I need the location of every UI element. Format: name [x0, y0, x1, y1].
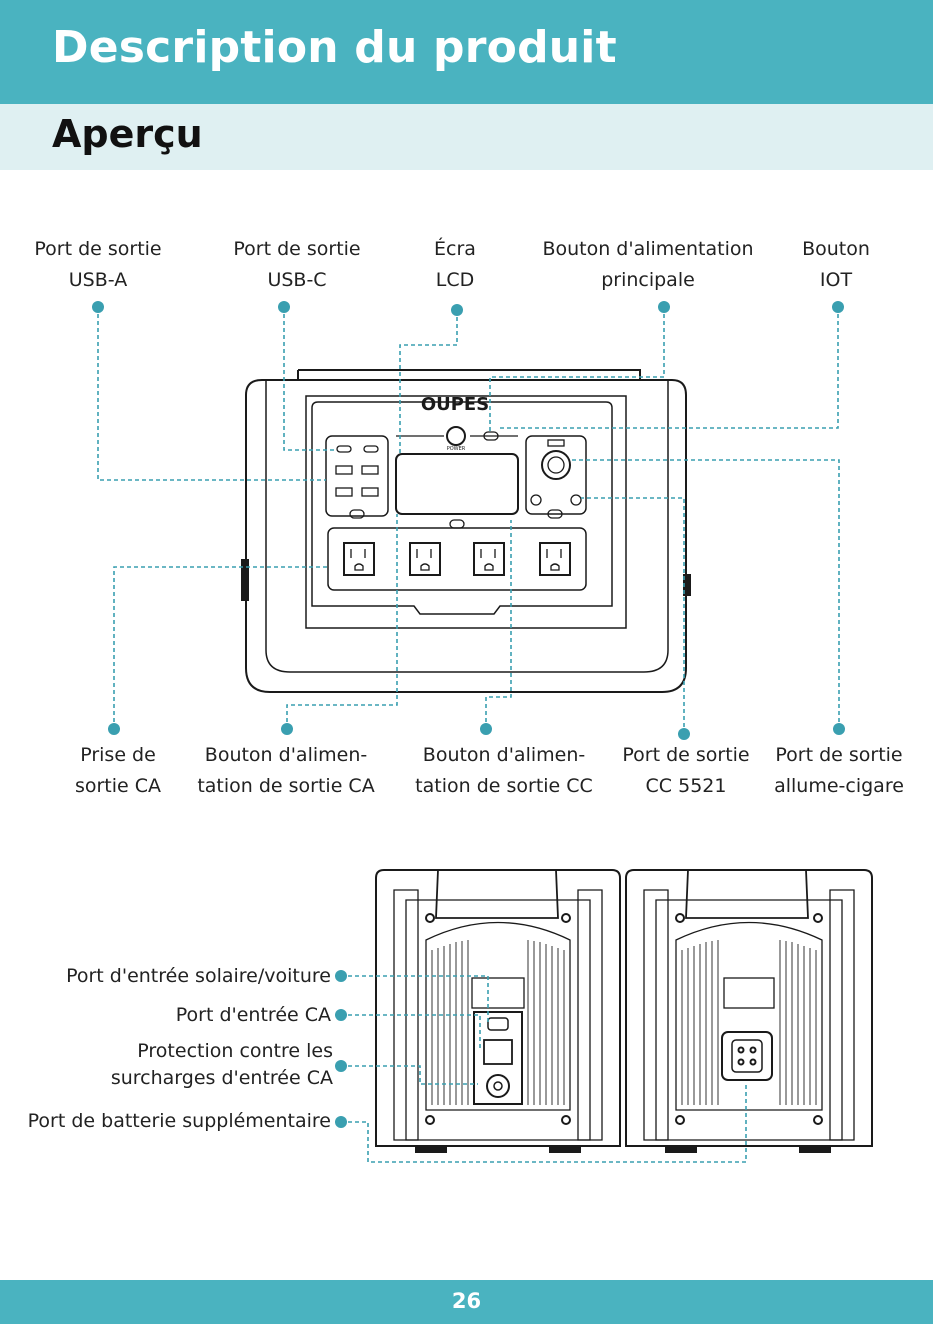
power-station-front	[241, 369, 691, 693]
label-line: Port de sortie	[233, 238, 361, 260]
section-banner: Aperçu	[0, 104, 933, 170]
label-line: Prise de	[80, 744, 156, 766]
label-dc5521-port: Port de sortie CC 5521	[612, 740, 760, 802]
front-callout-lines	[97, 307, 840, 734]
label-line: Port de batterie supplémentaire	[27, 1110, 331, 1132]
power-station-back-left	[375, 869, 621, 1153]
label-line: Port de sortie	[622, 744, 750, 766]
label-usb-a-port: Port de sortie USB-A	[28, 234, 168, 296]
label-iot-button: Bouton IOT	[788, 234, 884, 296]
label-line: tation de sortie CA	[197, 775, 375, 797]
label-lcd-screen: Écra LCD	[414, 234, 496, 296]
label-line: surcharges d'entrée CA	[110, 1067, 333, 1089]
label-cigarette-lighter-port: Port de sortie allume-cigare	[762, 740, 916, 802]
label-line: Port d'entrée solaire/voiture	[66, 965, 331, 987]
power-label: POWER	[447, 446, 466, 452]
label-line: Port de sortie	[34, 238, 162, 260]
footer-bar: 26	[0, 1280, 933, 1324]
title-banner: Description du produit	[0, 0, 933, 104]
label-line: Bouton d'alimentation	[542, 238, 754, 260]
front-callout-dots	[92, 301, 845, 740]
label-line: principale	[601, 269, 695, 291]
label-line: USB-A	[68, 269, 128, 291]
label-ac-outlet: Prise de sortie CA	[58, 740, 178, 802]
page-title: Description du produit	[52, 22, 617, 73]
label-main-power-button: Bouton d'alimentation principale	[530, 234, 766, 296]
label-dc-output-button: Bouton d'alimen- tation de sortie CC	[402, 740, 606, 802]
label-line: USB-C	[267, 269, 327, 291]
label-line: Bouton d'alimen-	[204, 744, 368, 766]
page-number: 26	[451, 1289, 482, 1313]
label-line: Port d'entrée CA	[175, 1004, 331, 1026]
label-extra-battery-port: Port de batterie supplémentaire	[28, 1108, 331, 1135]
label-line: CC 5521	[645, 775, 727, 797]
label-line: LCD	[435, 269, 475, 291]
label-line: sortie CA	[74, 775, 162, 797]
label-usb-c-port: Port de sortie USB-C	[226, 234, 368, 296]
back-callout-dots	[335, 970, 347, 1128]
label-line: Protection contre les	[137, 1040, 333, 1062]
label-line: Écra	[434, 238, 476, 260]
label-line: Bouton d'alimen-	[422, 744, 586, 766]
section-title: Aperçu	[52, 112, 203, 156]
label-ac-input: Port d'entrée CA	[176, 1002, 331, 1029]
label-line: Port de sortie	[775, 744, 903, 766]
label-line: tation de sortie CC	[415, 775, 593, 797]
label-line: allume-cigare	[774, 775, 904, 797]
label-line: IOT	[819, 269, 853, 291]
back-callout-lines	[341, 975, 747, 1163]
label-line: Bouton	[802, 238, 870, 260]
label-ac-output-button: Bouton d'alimen- tation de sortie CA	[186, 740, 386, 802]
label-ac-input-overload: Protection contre les surcharges d'entré…	[111, 1038, 333, 1092]
power-station-back-right	[625, 869, 873, 1153]
label-solar-car-input: Port d'entrée solaire/voiture	[66, 963, 331, 990]
brand-logo: OUPES	[421, 394, 489, 415]
